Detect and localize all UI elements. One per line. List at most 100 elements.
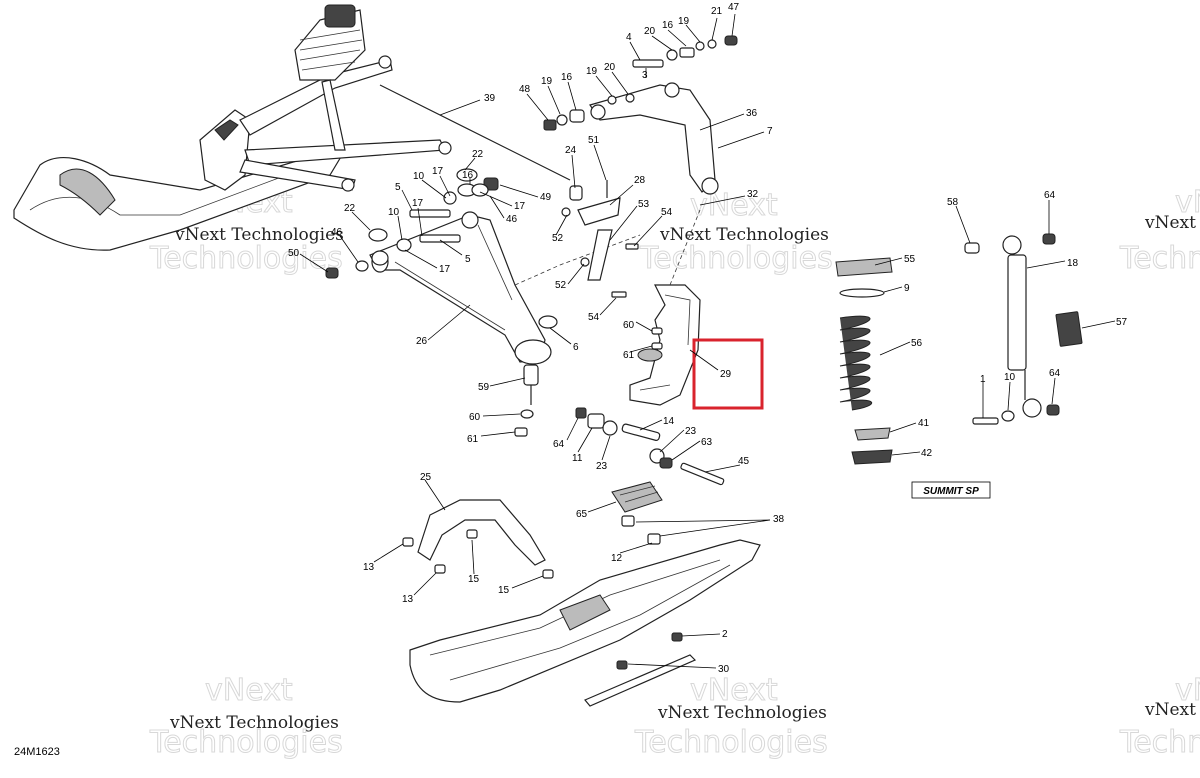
callout-10: 10 <box>413 171 425 182</box>
callout-63: 63 <box>701 437 713 448</box>
callout-47: 47 <box>728 2 740 13</box>
watermark-line1: vNext <box>690 673 778 708</box>
callout-17: 17 <box>514 201 526 212</box>
callout-52: 52 <box>555 280 567 291</box>
callout-16: 16 <box>561 72 573 83</box>
callout-50: 50 <box>288 248 300 259</box>
callout-17: 17 <box>439 264 451 275</box>
callout-38: 38 <box>773 514 785 525</box>
wear-bar <box>584 632 697 707</box>
watermark-bottom-right: vNext vNext Technologies Technologies <box>1119 673 1200 761</box>
callout-61: 61 <box>467 434 479 445</box>
callout-48: 48 <box>519 84 531 95</box>
watermark-line2: vNext Technologies <box>174 225 344 245</box>
callout-15: 15 <box>468 574 480 585</box>
callout-41: 41 <box>918 418 930 429</box>
ski-part-38 <box>409 539 761 703</box>
watermark-line3: Technologies <box>1119 725 1200 760</box>
callout-54: 54 <box>661 207 673 218</box>
callout-11: 11 <box>572 453 583 464</box>
callout-60: 60 <box>623 320 635 331</box>
link-rod-and-bracket <box>577 180 621 281</box>
callout-49: 49 <box>540 192 552 203</box>
callout-14: 14 <box>663 416 675 427</box>
callout-24: 24 <box>565 145 577 156</box>
callout-25: 25 <box>420 472 432 483</box>
watermark-line2: vNext Technologies <box>657 703 827 723</box>
callout-65: 65 <box>576 509 588 520</box>
callout-42: 42 <box>921 448 933 459</box>
callout-5: 5 <box>465 254 471 265</box>
watermark-bottom-left: vNext vNext Technologies Technologies <box>149 673 344 761</box>
callout-56: 56 <box>911 338 923 349</box>
callout-15: 15 <box>498 585 510 596</box>
callout-leaders <box>299 13 1116 669</box>
watermark-line3: Technologies <box>149 241 343 276</box>
callout-21: 21 <box>711 6 723 17</box>
watermark-line3: Technologies <box>149 725 343 760</box>
callout-58: 58 <box>947 197 959 208</box>
callout-2: 2 <box>722 629 728 640</box>
callout-19: 19 <box>678 16 690 27</box>
callout-45: 45 <box>738 456 750 467</box>
callout-26: 26 <box>416 336 428 347</box>
watermark-line3: Technologies <box>1119 241 1200 276</box>
callout-28: 28 <box>634 175 646 186</box>
callout-64: 64 <box>553 439 565 450</box>
spindle-part-29 <box>629 209 701 406</box>
callout-16: 16 <box>662 20 674 31</box>
callout-16: 16 <box>462 170 474 181</box>
callout-12: 12 <box>611 553 623 564</box>
watermark-line1: vNext <box>1175 185 1200 220</box>
watermark-line1: vNext <box>205 673 293 708</box>
callout-23: 23 <box>685 426 697 437</box>
callout-64: 64 <box>1049 368 1061 379</box>
callout-13: 13 <box>402 594 414 605</box>
watermark-line1: vNext <box>1175 673 1200 708</box>
callout-9: 9 <box>904 283 910 294</box>
callout-20: 20 <box>644 26 656 37</box>
callout-22: 22 <box>472 149 484 160</box>
callout-53: 53 <box>638 199 650 210</box>
callout-20: 20 <box>604 62 616 73</box>
highlight-box-part-29 <box>692 338 764 410</box>
callout-57: 57 <box>1116 317 1128 328</box>
callout-64: 64 <box>1044 190 1056 201</box>
callout-17: 17 <box>412 198 424 209</box>
watermark-line3: Technologies <box>634 725 828 760</box>
callout-46: 46 <box>506 214 518 225</box>
upper-a-arm <box>589 82 719 195</box>
callout-46: 46 <box>331 227 343 238</box>
watermarks: vNext vNext Technologies Technologies vN… <box>149 185 1200 761</box>
callout-19: 19 <box>586 66 598 77</box>
watermark-bottom-center: vNext vNext Technologies Technologies <box>634 673 829 761</box>
callout-29: 29 <box>720 369 732 380</box>
lower-a-arm <box>369 211 641 365</box>
callout-32: 32 <box>747 189 759 200</box>
callout-18: 18 <box>1067 258 1079 269</box>
model-label-box: SUMMIT SP <box>911 481 991 499</box>
callout-36: 36 <box>746 108 758 119</box>
callout-4: 4 <box>626 32 632 43</box>
reference-code: 24M1623 <box>14 746 60 758</box>
callout-17: 17 <box>432 166 444 177</box>
callout-61: 61 <box>623 350 635 361</box>
callout-6: 6 <box>573 342 579 353</box>
ski-loop <box>417 499 546 566</box>
callout-1: 1 <box>980 374 986 385</box>
callout-39: 39 <box>484 93 496 104</box>
callout-22: 22 <box>344 203 356 214</box>
hardware-small-parts <box>325 35 738 579</box>
callout-10: 10 <box>1004 372 1016 383</box>
callout-55: 55 <box>904 254 916 265</box>
watermark-top-right: vNext vNext Technologies Technologies <box>1119 185 1200 277</box>
watermark-line2: vNext Technologies <box>1144 700 1200 720</box>
watermark-line2: vNext Technologies <box>169 713 339 733</box>
callout-13: 13 <box>363 562 375 573</box>
watermark-line3: Technologies <box>639 241 833 276</box>
assembled-ski-suspension <box>13 4 571 251</box>
callout-5: 5 <box>395 182 401 193</box>
callout-19: 19 <box>541 76 553 87</box>
callout-10: 10 <box>388 207 400 218</box>
